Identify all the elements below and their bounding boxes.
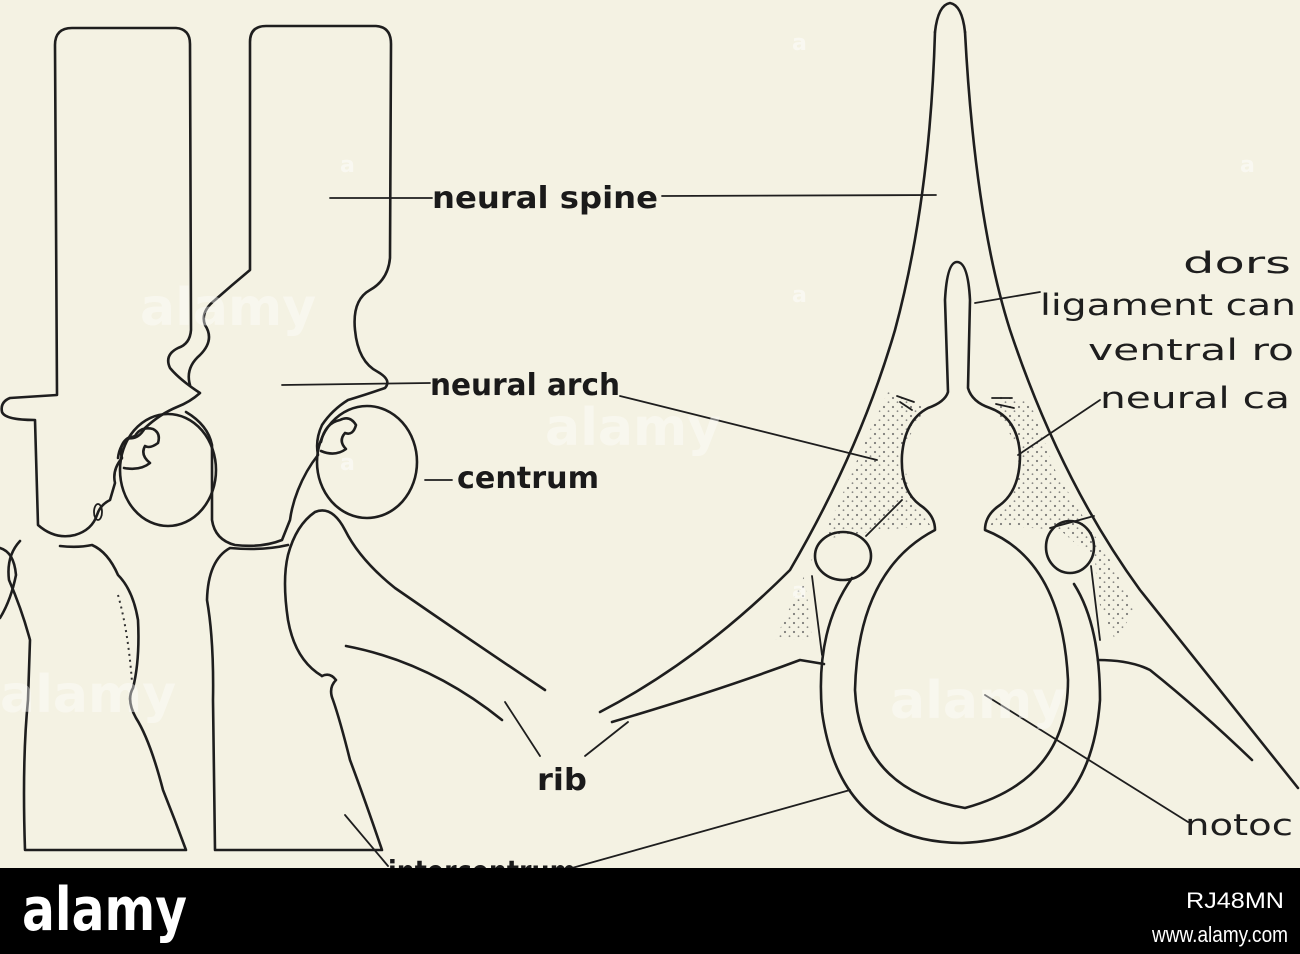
label-centrum: centrum [457,461,599,496]
label-neural-spine: neural spine [432,181,658,216]
watermark: alamy [140,278,316,338]
label-ventral-ridge: ventral ro [1088,333,1294,367]
watermark-mark: a [792,579,807,604]
watermark-mark: a [340,451,355,476]
watermark: alamy [890,671,1066,731]
footer-background [0,868,1300,954]
alamy-logo: alamy [22,875,187,945]
site-url: www.alamy.com [1151,922,1288,947]
watermark-mark: a [1240,153,1255,178]
label-ligament-canal: ligament can [1040,288,1296,322]
label-rib: rib [537,763,587,798]
image-code: RJ48MN [1186,888,1284,913]
watermark-mark: a [340,153,355,178]
leader-neural-spine-right [662,195,936,196]
label-dorsal: dors [1183,246,1291,280]
watermark: alamy [0,665,176,725]
label-notochord: notoc [1185,808,1293,842]
watermark: alamy [545,398,721,458]
watermark-mark: a [792,31,807,56]
footer-bar: alamy RJ48MN www.alamy.com [0,868,1300,954]
label-neural-canal: neural ca [1100,381,1290,415]
watermark-mark: a [792,283,807,308]
